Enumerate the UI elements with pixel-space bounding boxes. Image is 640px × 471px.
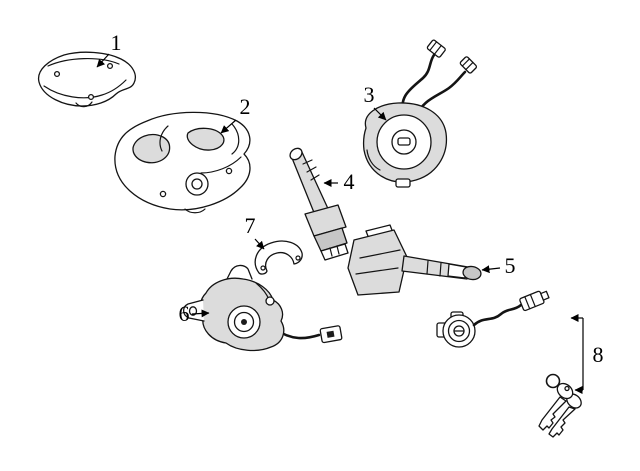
part-clamp	[254, 240, 303, 275]
callout-1: 1	[96, 30, 122, 68]
part-ignition-lock-housing	[182, 264, 343, 352]
part-keys	[538, 373, 582, 438]
part-ignition-switch	[436, 290, 550, 348]
part-clock-spring	[362, 39, 478, 188]
callout-label-7[interactable]: 7	[245, 213, 256, 238]
callout-label-2[interactable]: 2	[240, 94, 251, 119]
callout-3: 3	[364, 82, 387, 121]
callout-label-6[interactable]: 6	[179, 301, 190, 326]
part-upper-column-shroud	[37, 51, 136, 108]
callout-5: 5	[481, 253, 516, 278]
wire-connector	[319, 325, 343, 344]
wire-connector	[426, 39, 446, 58]
callout-label-8[interactable]: 8	[593, 342, 604, 367]
callout-8: 8	[570, 314, 604, 394]
part-lower-column-shroud	[114, 111, 251, 214]
callout-6: 6	[179, 301, 210, 326]
leader-line-5	[481, 265, 501, 274]
key-ring	[545, 373, 561, 389]
leader-line-3	[373, 107, 387, 121]
callout-4: 4	[323, 169, 355, 194]
callout-2: 2	[220, 94, 251, 134]
callout-7: 7	[245, 213, 265, 250]
wire-connector	[459, 56, 478, 74]
callout-label-5[interactable]: 5	[505, 253, 516, 278]
leader-line-2	[220, 119, 237, 134]
callout-label-3[interactable]: 3	[364, 82, 375, 107]
part-wiper-switch-lever	[289, 147, 349, 261]
callout-label-4[interactable]: 4	[344, 169, 355, 194]
part-turn-signal-switch-lever	[347, 224, 482, 296]
callout-label-1[interactable]: 1	[111, 30, 122, 55]
leader-line-1	[96, 53, 110, 68]
wire-connector	[519, 290, 550, 312]
leader-line-7	[254, 238, 265, 250]
leader-line-6	[191, 309, 210, 318]
